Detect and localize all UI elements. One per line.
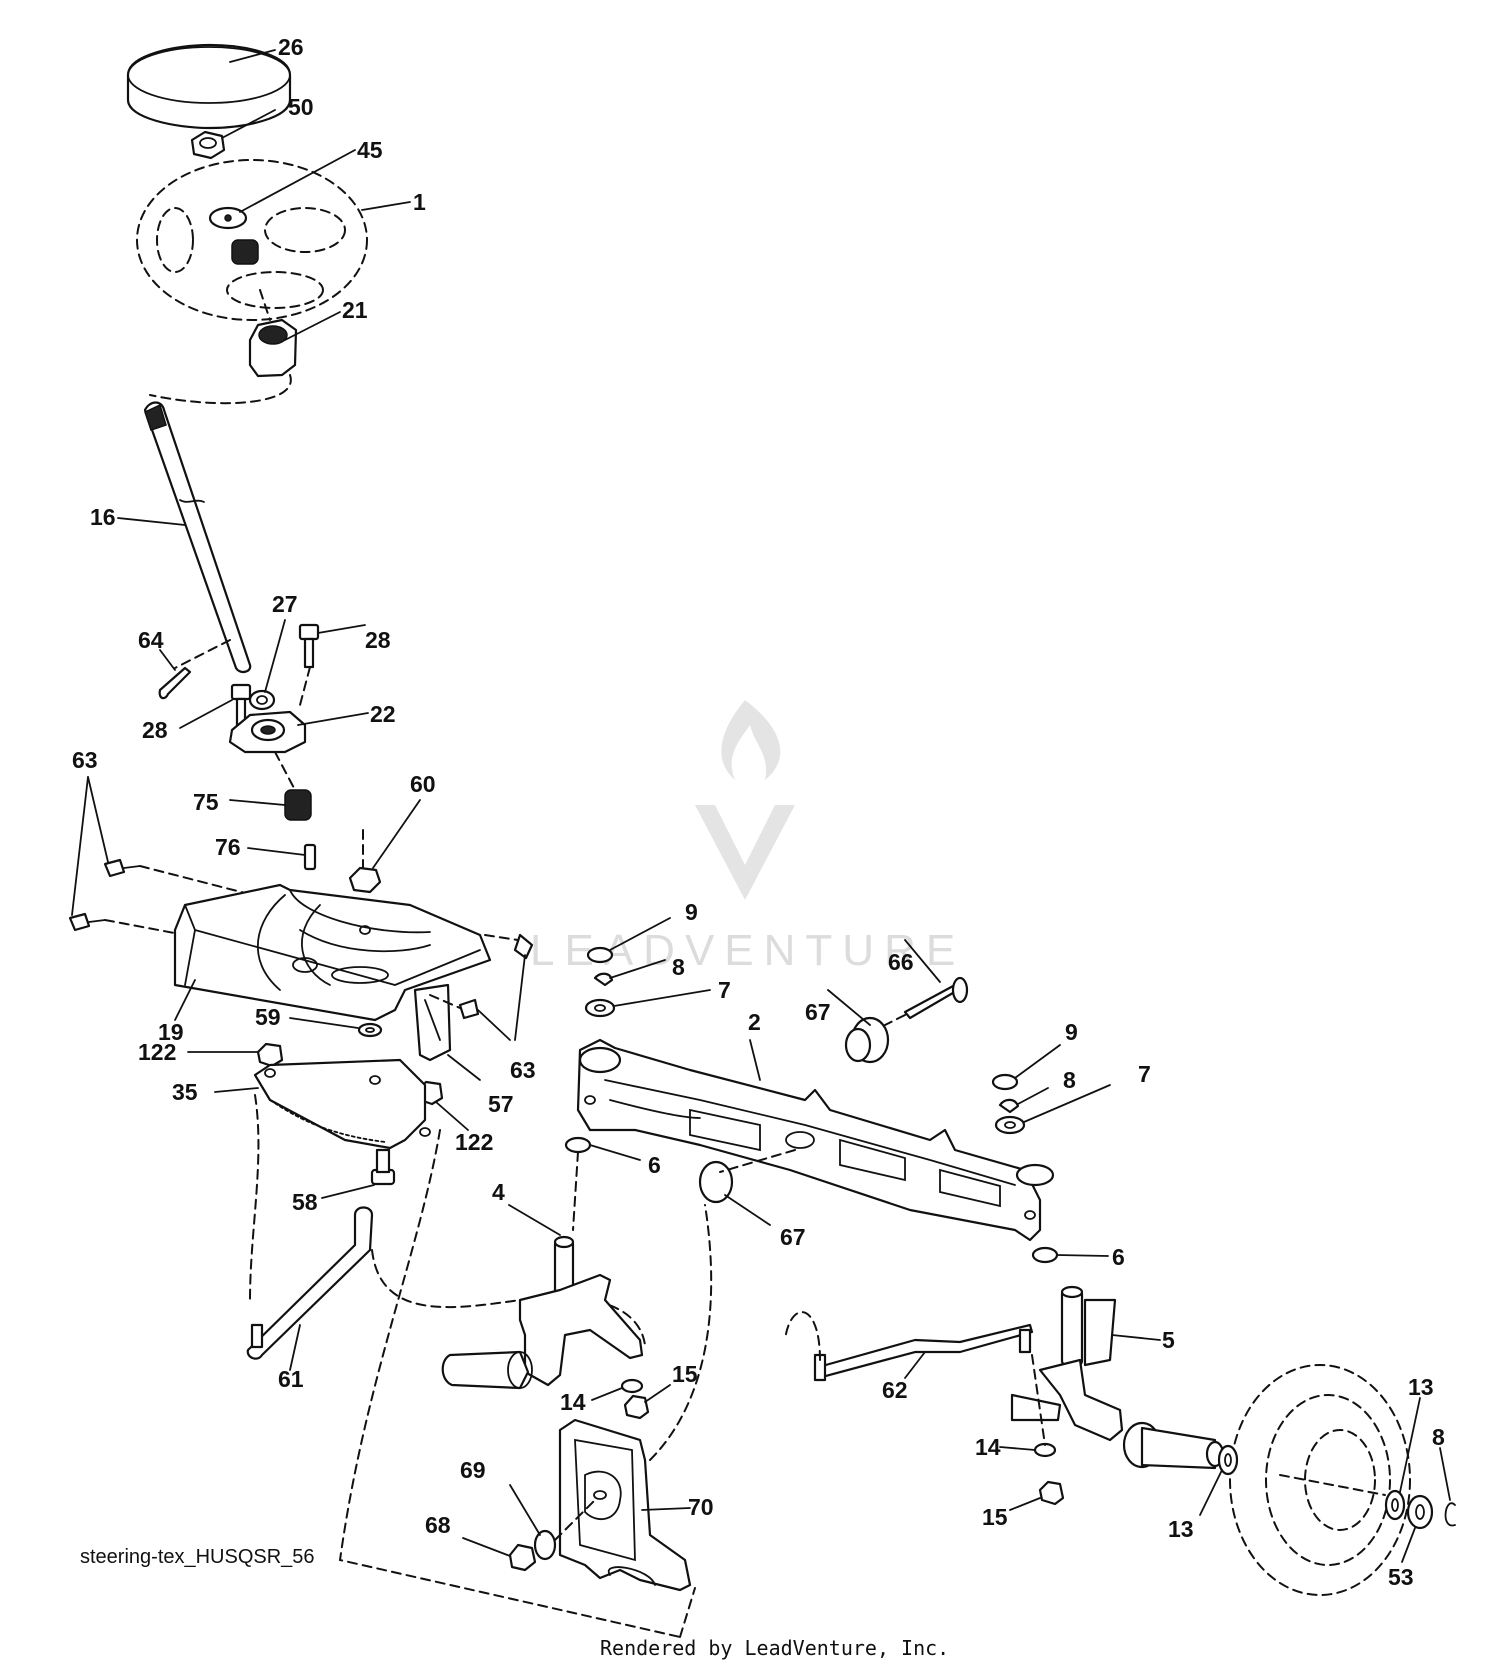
washers-13: [1199, 1397, 1421, 1521]
washers-6: [564, 1136, 1109, 1264]
diagram-id: steering-tex_HUSQSR_56: [80, 1546, 315, 1568]
callout-1: 1: [413, 189, 426, 215]
callout-67a: 67: [805, 999, 831, 1025]
bushing-27: [248, 619, 286, 711]
steering-wheel: [136, 149, 411, 321]
washers-9-8-7-right: [991, 1044, 1111, 1135]
callout-28a: 28: [365, 627, 391, 653]
callout-4: 4: [492, 1179, 505, 1205]
washer-69: [509, 1484, 596, 1561]
callout-45: 45: [357, 137, 383, 163]
callout-122b: 122: [455, 1129, 493, 1155]
hex-nut-50: [190, 109, 276, 160]
callout-14a: 14: [560, 1389, 586, 1415]
callout-63a: 63: [72, 747, 98, 773]
callout-122a: 122: [138, 1039, 176, 1065]
callout-28b: 28: [142, 717, 168, 743]
callout-61: 61: [278, 1366, 304, 1392]
washer-53: [1401, 1494, 1434, 1563]
callout-9a: 9: [685, 899, 698, 925]
spindle-4: [441, 1204, 644, 1390]
sector-gear-35: [214, 1058, 431, 1301]
callout-15b: 15: [982, 1504, 1008, 1530]
callout-70: 70: [688, 1494, 714, 1520]
washer-59: [289, 1017, 383, 1038]
bolt-76: [247, 843, 317, 871]
callout-50: 50: [288, 94, 314, 120]
callout-69: 69: [460, 1457, 486, 1483]
callout-16: 16: [90, 504, 116, 530]
callout-67b: 67: [780, 1224, 806, 1250]
leadventure-watermark: LEADVENTURE: [530, 700, 955, 975]
steering-shaft-16: [117, 401, 252, 674]
bolts-28: [179, 623, 366, 731]
callout-53: 53: [1388, 1564, 1414, 1590]
callout-14b: 14: [975, 1434, 1001, 1460]
pinion-gear-75: [229, 751, 312, 821]
nut-15-right: [1009, 1480, 1065, 1511]
pivot-bolt-66: [874, 939, 969, 1031]
callout-60: 60: [410, 771, 436, 797]
splined-adapter-21: [149, 289, 341, 405]
clip-64: [158, 649, 192, 700]
screws-63-left: [68, 776, 246, 936]
flame-logo-icon: [721, 700, 781, 780]
nut-68: [462, 1537, 537, 1572]
callout-6b: 6: [1112, 1244, 1125, 1270]
spindle-5: [1010, 1285, 1225, 1470]
callout-59: 59: [255, 1004, 281, 1030]
callout-75: 75: [193, 789, 219, 815]
bracket-57: [413, 983, 481, 1081]
washers-9-8-7-left: [584, 917, 711, 1018]
callout-26: 26: [278, 34, 304, 60]
clip-8-wheel: [1439, 1447, 1456, 1527]
v-logo-icon: [695, 805, 795, 900]
shoulder-bolt-58: [321, 1148, 396, 1199]
callout-13a: 13: [1408, 1374, 1434, 1400]
callout-76: 76: [215, 834, 241, 860]
callout-7a: 7: [718, 977, 731, 1003]
callout-15a: 15: [672, 1361, 698, 1387]
callout-57: 57: [488, 1091, 514, 1117]
drag-link-61: [246, 1206, 646, 1371]
callout-8a: 8: [672, 954, 685, 980]
callout-35: 35: [172, 1079, 198, 1105]
callout-66: 66: [888, 949, 914, 975]
bracket-70: [558, 1204, 713, 1592]
footer-credit: Rendered by LeadVenture, Inc.: [600, 1636, 949, 1660]
bushings-67: [698, 989, 890, 1226]
callout-21: 21: [342, 297, 368, 323]
callout-5: 5: [1162, 1327, 1175, 1353]
tie-rod-62: [784, 1311, 1034, 1382]
part-number-callouts: 26 50 45 1 21 16 64 27 28 28 22 63 75 76…: [72, 34, 1445, 1590]
nut-60: [348, 799, 421, 894]
callout-8b: 8: [1063, 1067, 1076, 1093]
callout-27: 27: [272, 591, 298, 617]
dashed-linkage-path: [338, 1129, 696, 1638]
callout-9b: 9: [1065, 1019, 1078, 1045]
wheel: [1229, 1364, 1411, 1596]
screws-63-right: [429, 933, 534, 1041]
steering-cap: [126, 43, 292, 130]
washer-14-right: [999, 1354, 1057, 1458]
front-axle-2: [576, 1038, 1055, 1242]
callout-6a: 6: [648, 1152, 661, 1178]
nut-15-left: [623, 1384, 671, 1420]
callout-7b: 7: [1138, 1061, 1151, 1087]
callout-22: 22: [370, 701, 396, 727]
washer-14-left: [591, 1378, 644, 1401]
callout-68: 68: [425, 1512, 451, 1538]
callout-62: 62: [882, 1377, 908, 1403]
callout-64: 64: [138, 627, 164, 653]
callout-2: 2: [748, 1009, 761, 1035]
callout-63b: 63: [510, 1057, 536, 1083]
callout-19: 19: [158, 1019, 184, 1045]
support-bracket-19: [173, 883, 492, 1022]
callout-58: 58: [292, 1189, 318, 1215]
callout-8c: 8: [1432, 1424, 1445, 1450]
callout-13b: 13: [1168, 1516, 1194, 1542]
bearing-plate-22: [228, 710, 369, 754]
